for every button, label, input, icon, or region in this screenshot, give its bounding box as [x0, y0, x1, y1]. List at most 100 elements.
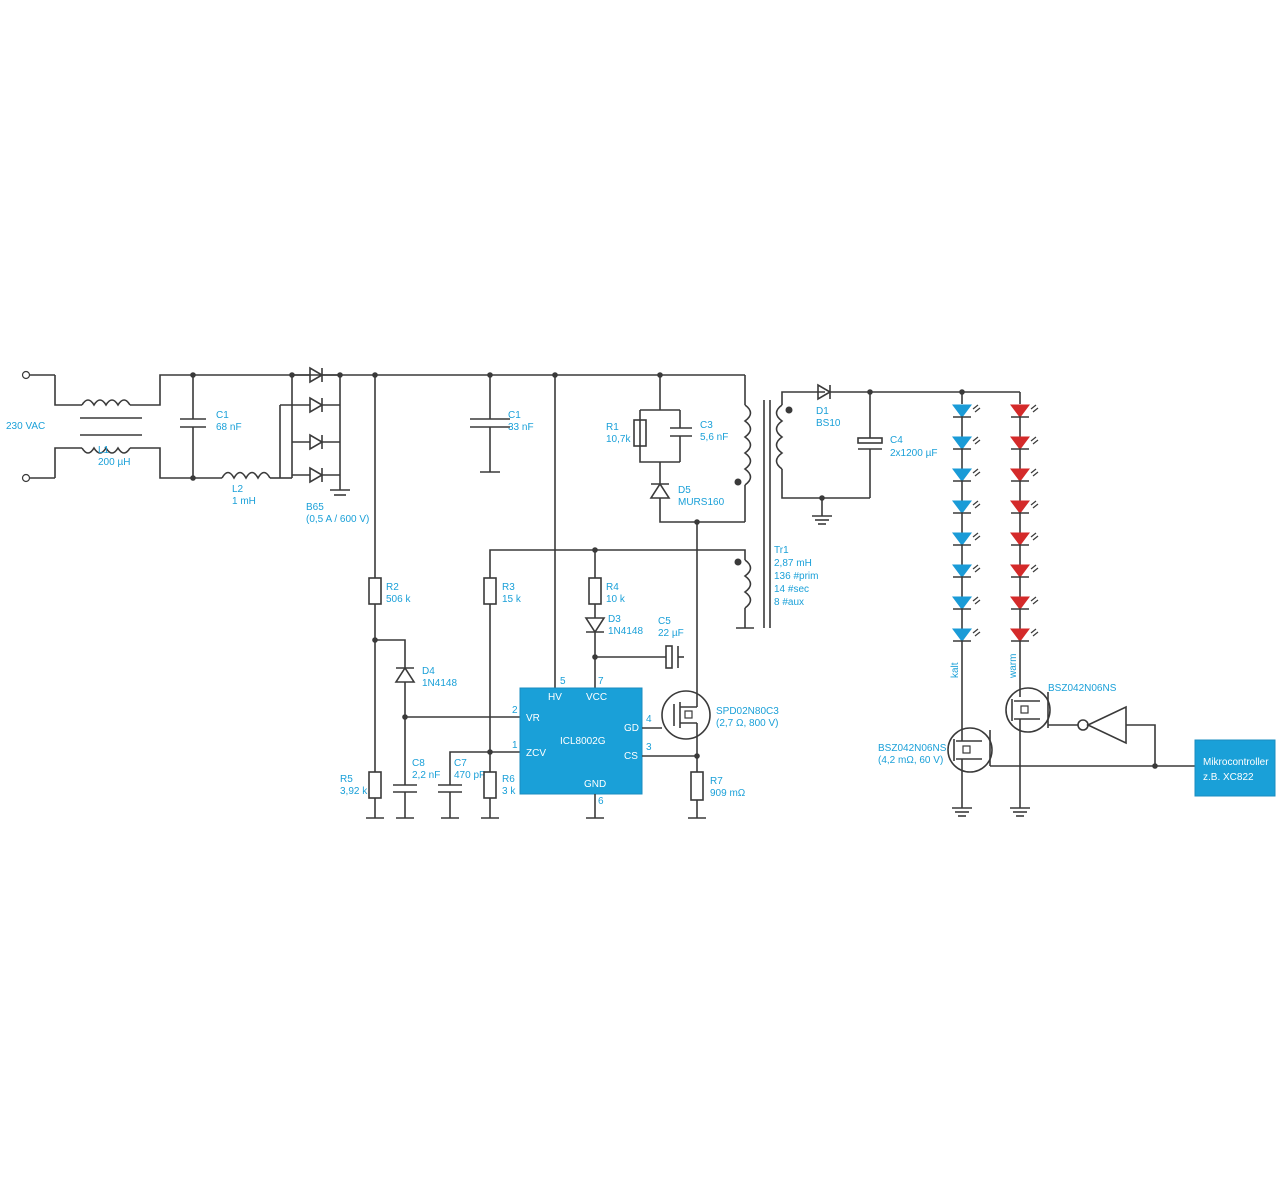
l2-ref: L2 — [232, 484, 244, 495]
input-terminal-bottom — [21, 473, 31, 483]
ic-pin-gd: GD — [624, 723, 639, 734]
d5-value: MURS160 — [678, 497, 725, 508]
mosfet-main: SPD02N80C3 (2,7 Ω, 800 V) — [642, 690, 779, 772]
ac-input: 230 VAC — [6, 370, 55, 483]
c5-value: 22 µF — [658, 628, 684, 639]
c1b-ref: C1 — [508, 410, 521, 421]
c4-ref: C4 — [890, 435, 903, 446]
mosfet-cold: BSZ042N06NS (4,2 mΩ, 60 V) — [878, 650, 1195, 817]
l1-ref: L1 — [98, 445, 110, 456]
ic-pin-gnd: GND — [584, 779, 606, 790]
l2-value: 1 mH — [232, 496, 256, 507]
ic-pin-num-vr: 2 — [512, 705, 518, 716]
r7-ref: R7 — [710, 776, 723, 787]
led-cold-2 — [952, 436, 981, 450]
tr1-line4: 8 #aux — [774, 597, 804, 608]
inverter-gate — [1077, 705, 1158, 769]
tr1-ref: Tr1 — [774, 545, 789, 556]
led-warm-8 — [1010, 628, 1039, 642]
c8-ref: C8 — [412, 758, 425, 769]
led-cold-label: kalt — [950, 662, 961, 678]
led-warm-5 — [1010, 532, 1039, 546]
r2-value: 506 k — [386, 594, 411, 605]
r3-value: 15 k — [502, 594, 522, 605]
resistor-r4: R4 10 k — [588, 550, 626, 618]
resistor-r6: R6 3 k — [481, 771, 516, 819]
r6-value: 3 k — [502, 786, 516, 797]
led-warm-6 — [1010, 564, 1039, 578]
d1-value: BS10 — [816, 418, 841, 429]
d4-value: 1N4148 — [422, 678, 457, 689]
led-warm-4 — [1010, 500, 1039, 514]
r1-ref: R1 — [606, 422, 619, 433]
ic-pin-num-vcc: 7 — [598, 676, 604, 687]
led-cold-4 — [952, 500, 981, 514]
c3-value: 5,6 nF — [700, 432, 728, 443]
ic-pin-num-hv: 5 — [560, 676, 566, 687]
inductor-l2: L2 1 mH — [190, 471, 280, 507]
diode-d1: D1 BS10 — [816, 383, 1020, 429]
ic-pin-num-gnd: 6 — [598, 796, 604, 807]
resistor-r5: R5 3,92 k — [340, 771, 384, 819]
capacitor-c7: C7 470 pF — [438, 751, 490, 819]
c1-value: 68 nF — [216, 422, 242, 433]
tr1-line3: 14 #sec — [774, 584, 809, 595]
mosfet-warm: BSZ042N06NS — [1005, 650, 1117, 817]
resistor-r3: R3 15 k — [483, 577, 522, 772]
ic-pin-num-gd: 4 — [646, 714, 652, 725]
mcu-line1: Mikrocontroller — [1203, 757, 1269, 768]
led-string-warm — [1010, 392, 1039, 650]
led-cold-1 — [952, 404, 981, 418]
diode-d4: D4 1N4148 — [375, 639, 520, 785]
tr1-line1: 2,87 mH — [774, 558, 812, 569]
r3-ref: R3 — [502, 582, 515, 593]
aux-bus — [489, 549, 746, 578]
controller-ic: ICL8002G HV VCC VR ZCV GD CS GND 5 7 2 1… — [512, 676, 652, 819]
snubber-network: R1 10,7k C3 5,6 nF D5 MURS160 — [606, 372, 745, 523]
led-warm-2 — [1010, 436, 1039, 450]
bridge-rectifier-b65: B65 (0,5 A / 600 V) — [279, 366, 369, 525]
ic-pin-vr: VR — [526, 713, 540, 724]
r4-value: 10 k — [606, 594, 626, 605]
b65-ref: B65 — [306, 502, 324, 513]
c3-ref: C3 — [700, 420, 713, 431]
led-cold-3 — [952, 468, 981, 482]
c7-ref: C7 — [454, 758, 467, 769]
ic-pin-cs: CS — [624, 751, 638, 762]
diode-d3: D3 1N4148 — [584, 614, 643, 688]
transformer-tr1: Tr1 2,87 mH 136 #prim 14 #sec 8 #aux — [694, 375, 870, 691]
c7-value: 470 pF — [454, 770, 485, 781]
input-voltage-label: 230 VAC — [6, 421, 45, 432]
mcu-line2: z.B. XC822 — [1203, 772, 1254, 783]
r1-value: 10,7k — [606, 434, 631, 445]
ic-pin-num-zcv: 1 — [512, 740, 518, 751]
r5-value: 3,92 k — [340, 786, 368, 797]
d3-value: 1N4148 — [608, 626, 643, 637]
d1-ref: D1 — [816, 406, 829, 417]
q-cold-spec: (4,2 mΩ, 60 V) — [878, 755, 943, 766]
resistor-r1 — [633, 419, 647, 447]
r2-ref: R2 — [386, 582, 399, 593]
ic-pin-num-cs: 3 — [646, 742, 652, 753]
led-warm-label: warm — [1008, 654, 1019, 679]
secondary-ground — [812, 495, 832, 525]
led-cold-7 — [952, 596, 981, 610]
led-warm-1 — [1010, 404, 1039, 418]
ic-name: ICL8002G — [560, 736, 606, 747]
r6-ref: R6 — [502, 774, 515, 785]
capacitor-c1-33nf: C1 33 nF — [470, 372, 534, 473]
c1b-value: 33 nF — [508, 422, 534, 433]
c8-value: 2,2 nF — [412, 770, 440, 781]
resistor-r7: R7 909 mΩ — [688, 771, 746, 819]
l1-value: 200 µH — [98, 457, 130, 468]
common-mode-choke-l1: L1 200 µH — [54, 374, 190, 479]
r4-ref: R4 — [606, 582, 619, 593]
b65-value: (0,5 A / 600 V) — [306, 514, 369, 525]
c5-ref: C5 — [658, 616, 671, 627]
q-main-spec: (2,7 Ω, 800 V) — [716, 718, 779, 729]
r7-value: 909 mΩ — [710, 788, 746, 799]
d4-ref: D4 — [422, 666, 435, 677]
ic-pin-vcc: VCC — [586, 692, 607, 703]
capacitor-c4: C4 2x1200 µF — [857, 389, 937, 498]
